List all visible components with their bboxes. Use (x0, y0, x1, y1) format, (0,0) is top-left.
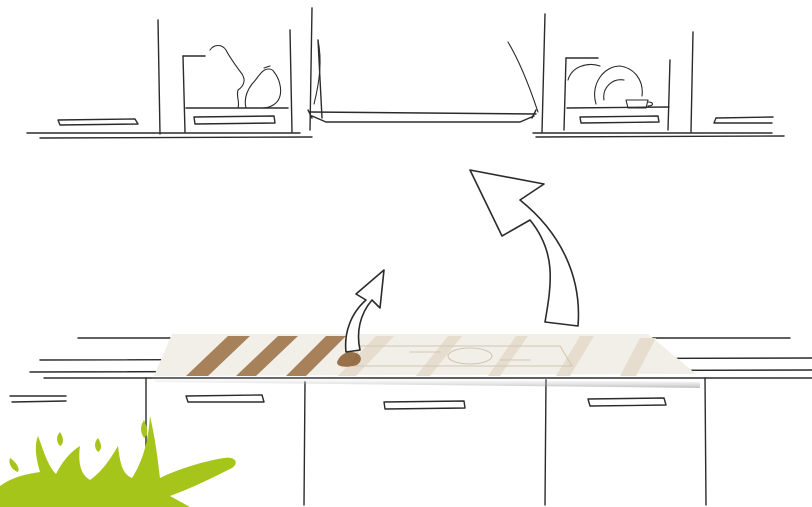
paint-splash-icon (0, 416, 236, 507)
lower-cabinet-handle-1 (10, 396, 66, 402)
upper-cabinet-handle-left (58, 119, 138, 125)
upper-cabinets (27, 8, 784, 138)
curved-arrow-icon (470, 170, 578, 326)
open-cabinet-left (158, 8, 322, 134)
teapot-sketch (245, 66, 280, 108)
plates-sketch (568, 65, 642, 104)
jug-sketch (210, 46, 244, 109)
lower-cabinet-handle-2 (186, 395, 264, 402)
upper-shelf-line-right (533, 133, 784, 137)
lower-cabinet-handle-3 (384, 401, 465, 409)
open-cabinet-right (542, 14, 693, 132)
lower-cabinet-handle-4 (588, 398, 666, 406)
placemat (150, 334, 700, 388)
upper-shelf-line-left (27, 133, 312, 138)
upper-cabinet-handle-right (714, 117, 773, 123)
range-hood (308, 40, 538, 122)
